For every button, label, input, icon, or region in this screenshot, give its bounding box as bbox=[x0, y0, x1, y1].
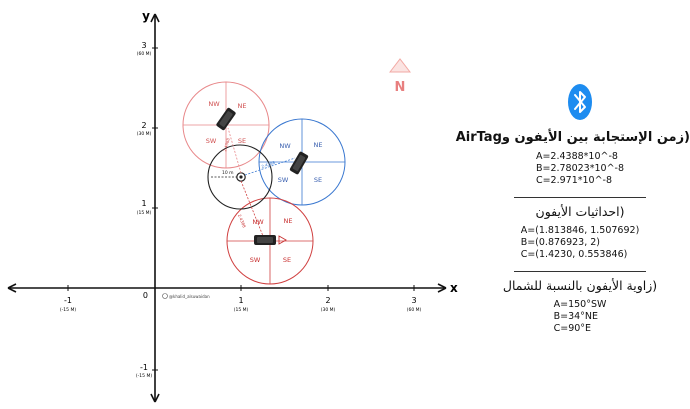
bluetooth-badge bbox=[470, 84, 690, 124]
svg-text:NE: NE bbox=[284, 217, 293, 225]
response-time-a: A=2.4388*10^-8 bbox=[535, 151, 618, 162]
y-tick-2: 2 (30 M) bbox=[137, 121, 158, 137]
divider-2 bbox=[514, 271, 646, 272]
y-tick-3: 3 (60 M) bbox=[137, 41, 158, 57]
svg-text:-1: -1 bbox=[140, 363, 148, 372]
angle-a: A=150°SW bbox=[553, 299, 607, 310]
watermark: @khalid_alsuwaidan bbox=[162, 293, 210, 299]
iphone-a-icon bbox=[289, 151, 309, 175]
x-tick-neg1: -1 (-15 M) bbox=[60, 285, 76, 313]
response-time-title: (زمن الإستجابة بين الأيفون وAirTag bbox=[455, 130, 690, 145]
svg-text:SE: SE bbox=[238, 137, 246, 145]
svg-text:3: 3 bbox=[411, 296, 416, 305]
svg-text:2.4388: 2.4388 bbox=[261, 160, 276, 169]
response-time-b: B=2.78023*10^-8 bbox=[535, 163, 625, 174]
north-arrow-icon bbox=[388, 58, 412, 73]
svg-text:-1: -1 bbox=[64, 296, 72, 305]
zone-c: NW NE SW SE bbox=[226, 197, 314, 285]
angle-title: (زاوية الأيفون بالنسبة للشمال bbox=[502, 278, 658, 293]
distance-to-b: 2.4388 bbox=[222, 127, 242, 174]
divider-1 bbox=[514, 197, 646, 198]
svg-text:2.4388: 2.4388 bbox=[222, 137, 231, 152]
svg-text:NE: NE bbox=[314, 141, 323, 149]
svg-text:(30 M): (30 M) bbox=[321, 307, 336, 313]
svg-text:(15 M): (15 M) bbox=[137, 210, 152, 216]
svg-text:SE: SE bbox=[283, 256, 291, 264]
svg-text:2: 2 bbox=[325, 296, 330, 305]
svg-text:(60 M): (60 M) bbox=[137, 51, 152, 57]
svg-text:1: 1 bbox=[141, 199, 146, 208]
distance-to-c: 2.4388 bbox=[237, 180, 264, 237]
angle-values: A=150°SW B=34°NE C=90°E bbox=[554, 299, 607, 335]
airtag-zone: 10 m bbox=[207, 144, 273, 210]
coordinates-values: A=(1.813846, 1.507692) B=(0.876923, 2) C… bbox=[521, 225, 640, 261]
svg-text:(-15 M): (-15 M) bbox=[60, 307, 76, 313]
x-tick-3: 3 (60 M) bbox=[407, 285, 422, 313]
response-time-values: A=2.4388*10^-8 B=2.78023*10^-8 C=2.971*1… bbox=[536, 151, 624, 187]
svg-text:NE: NE bbox=[238, 102, 247, 110]
angle-b: B=34°NE bbox=[553, 311, 599, 322]
north-label: N bbox=[395, 80, 406, 95]
svg-text:SW: SW bbox=[278, 176, 289, 184]
direction-arrow-icon bbox=[278, 235, 287, 245]
zone-a: NW NE SW SE bbox=[258, 118, 346, 206]
coordinates-b: B=(0.876923, 2) bbox=[520, 237, 601, 248]
y-axis-arrow-top bbox=[150, 13, 160, 23]
coordinates-a: A=(1.813846, 1.507692) bbox=[520, 225, 640, 236]
svg-text:2.4388: 2.4388 bbox=[237, 214, 247, 229]
y-tick-1: 1 (15 M) bbox=[137, 199, 158, 216]
origin-label: 0 bbox=[143, 291, 148, 300]
zone-b: NW NE SW SE bbox=[182, 81, 270, 169]
distance-to-a: 2.4388 bbox=[244, 157, 296, 176]
svg-text:3: 3 bbox=[141, 41, 146, 50]
y-axis-label: y bbox=[142, 9, 150, 23]
coordinates-title: (احداثيات الأيفون bbox=[535, 204, 625, 219]
coordinates-c: C=(1.4230, 0.553846) bbox=[520, 249, 628, 260]
svg-text:(60 M): (60 M) bbox=[407, 307, 422, 313]
svg-text:SE: SE bbox=[314, 176, 322, 184]
y-tick-neg1: -1 (-15 M) bbox=[136, 363, 158, 379]
response-time-c: C=2.971*10^-8 bbox=[535, 175, 613, 186]
svg-text:@khalid_alsuwaidan: @khalid_alsuwaidan bbox=[169, 294, 210, 299]
x-tick-1: 1 (15 M) bbox=[234, 285, 249, 313]
svg-text:NW: NW bbox=[279, 142, 291, 150]
info-panel: (زمن الإستجابة بين الأيفون وAirTag A=2.4… bbox=[455, 84, 690, 335]
radius-label: 10 m bbox=[222, 170, 234, 176]
north-indicator: N bbox=[388, 58, 412, 95]
svg-text:NW: NW bbox=[252, 218, 264, 226]
x-axis-arrow-right bbox=[437, 283, 447, 293]
x-axis-arrow-left bbox=[7, 283, 17, 293]
svg-text:NW: NW bbox=[208, 100, 220, 108]
bluetooth-icon bbox=[568, 84, 592, 120]
x-axis-label: x bbox=[450, 281, 458, 295]
svg-text:1: 1 bbox=[238, 296, 243, 305]
svg-text:SW: SW bbox=[206, 137, 217, 145]
svg-text:(30 M): (30 M) bbox=[137, 131, 152, 137]
iphone-c-icon bbox=[254, 235, 276, 245]
svg-text:2: 2 bbox=[141, 121, 146, 130]
angle-c: C=90°E bbox=[553, 323, 592, 334]
y-axis-arrow-bottom bbox=[150, 393, 160, 403]
svg-text:SW: SW bbox=[250, 256, 261, 264]
svg-text:(-15 M): (-15 M) bbox=[136, 373, 152, 379]
x-tick-2: 2 (30 M) bbox=[321, 285, 336, 313]
iphone-b-icon bbox=[216, 107, 236, 131]
svg-text:(15 M): (15 M) bbox=[234, 307, 249, 313]
